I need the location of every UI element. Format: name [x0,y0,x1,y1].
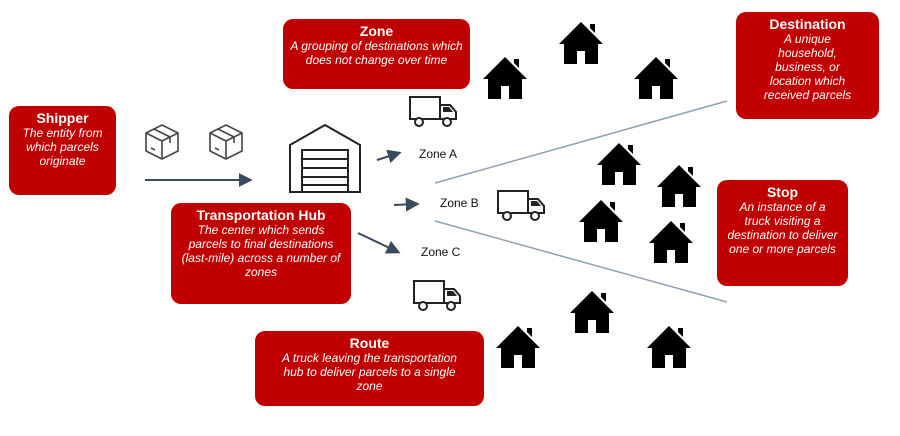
package-icon [145,124,179,160]
truck-icon [413,280,461,311]
house-icon [579,200,623,242]
route-callout-desc: A truck leaving the transportation hub t… [282,351,457,393]
house-icon [634,57,678,99]
zone-b-label: Zone B [440,196,479,210]
zone-b-arrow [393,197,420,212]
truck-icon [409,96,457,127]
hub-callout: Transportation Hub The center which send… [171,203,351,304]
house-icon [647,326,691,368]
destination-callout: Destination A unique household, business… [736,12,879,119]
stop-callout: Stop An instance of a truck visiting a d… [717,180,848,286]
zone-a-arrow [376,149,402,164]
route-callout: Route A truck leaving the transportation… [255,331,484,406]
zone-c-arrow [357,232,401,254]
zone-callout-desc: A grouping of destinations which does no… [290,39,463,67]
zone-boundary-line-lower [434,220,728,303]
package-icon [209,124,243,160]
destination-callout-title: Destination [769,16,846,32]
zone-a-label: Zone A [419,147,458,161]
hub-callout-title: Transportation Hub [196,207,326,223]
truck-icon [497,190,545,221]
house-icon [570,291,614,333]
house-icon [657,165,701,207]
house-icon [559,22,603,64]
house-icon [649,221,693,263]
stop-callout-title: Stop [766,184,799,200]
stop-callout-desc: An instance of a truck visiting a destin… [727,200,838,256]
shipper-callout: Shipper The entity from which parcels or… [9,106,116,195]
hub-callout-desc: The center which sends parcels to final … [181,223,341,279]
shipper-callout-desc: The entity from which parcels originate [22,126,103,168]
zone-boundary-line-upper [434,100,728,184]
destination-callout-desc: A unique household, business, or locatio… [763,32,852,102]
shipper-callout-title: Shipper [36,110,89,126]
route-callout-title: Route [349,335,390,351]
house-icon [597,143,641,185]
zone-callout-title: Zone [359,23,394,39]
zone-callout: Zone A grouping of destinations which do… [283,19,470,89]
warehouse-icon [289,123,361,193]
house-icon [496,326,540,368]
house-icon [483,57,527,99]
zone-c-label: Zone C [421,245,461,259]
